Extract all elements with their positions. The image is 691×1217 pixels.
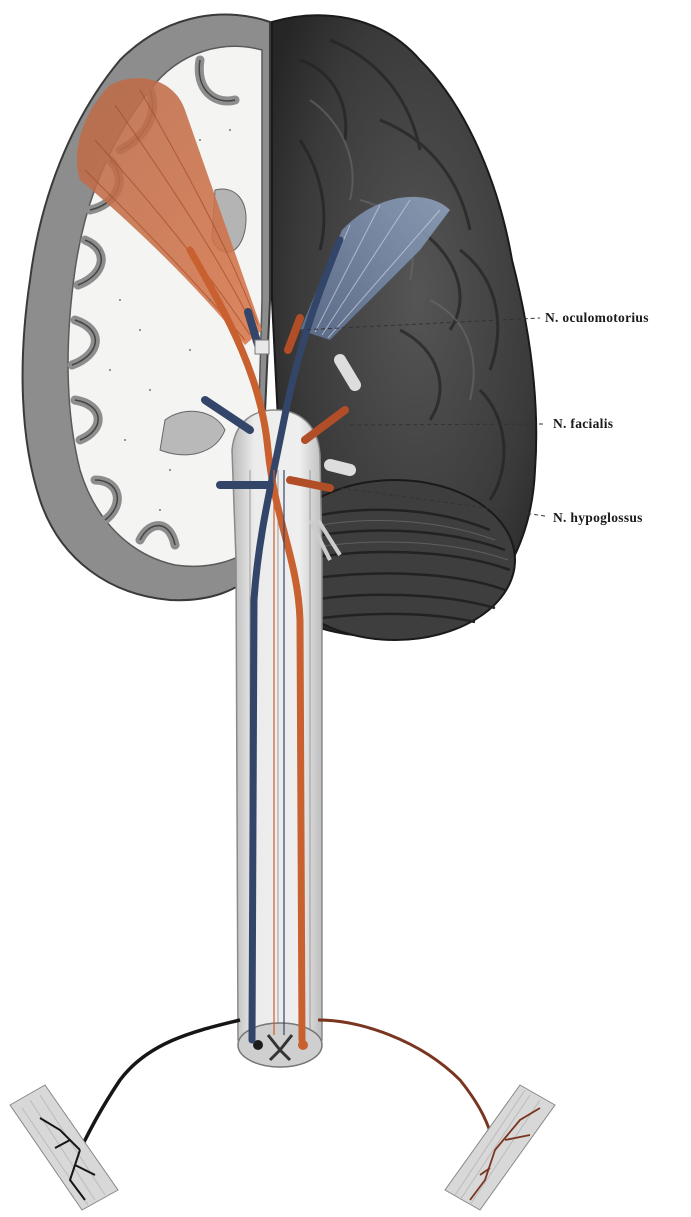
left-muscle — [10, 1085, 118, 1210]
label-facialis: N. facialis — [553, 416, 613, 431]
left-hemisphere — [23, 15, 270, 601]
right-muscle — [445, 1085, 555, 1210]
label-oculomotorius: N. oculomotorius — [545, 310, 649, 325]
label-hypoglossus: N. hypoglossus — [553, 510, 643, 525]
